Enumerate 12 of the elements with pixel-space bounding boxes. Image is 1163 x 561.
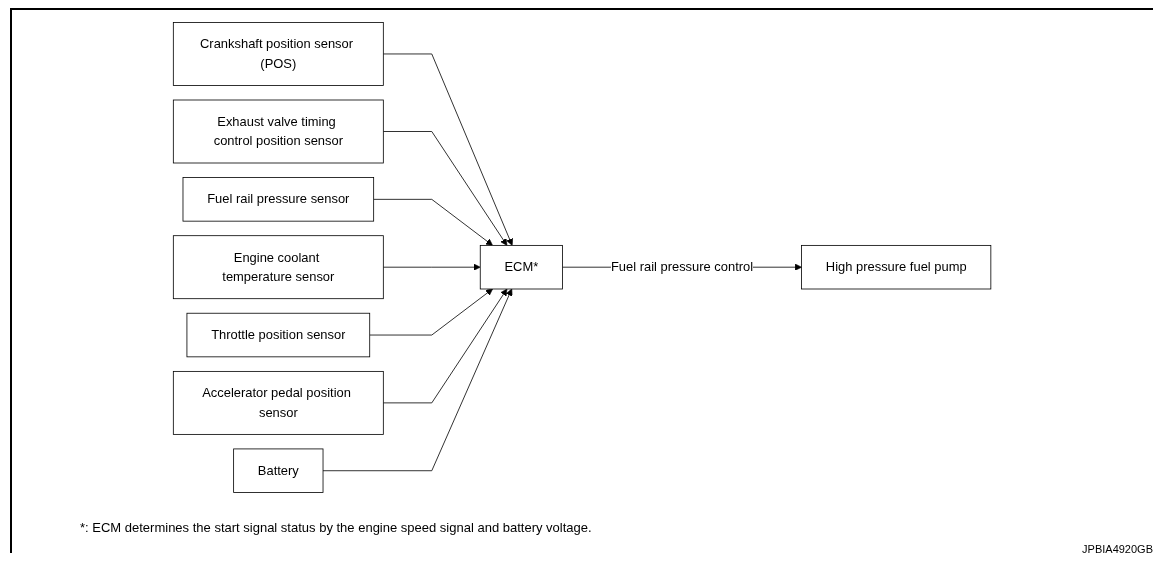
node-box: Battery xyxy=(233,448,324,493)
node-box: Crankshaft position sensor (POS) xyxy=(173,22,385,86)
node-box: Throttle position sensor xyxy=(186,312,371,358)
node-box: High pressure fuel pump xyxy=(801,244,992,290)
edge-label: Fuel rail pressure control xyxy=(611,259,754,274)
node-box: Fuel rail pressure sensor xyxy=(183,177,375,222)
footnote: *: ECM determines the start signal status by the engine speed signal and battery voltage. xyxy=(80,520,592,535)
node-box: ECM* xyxy=(480,244,564,290)
node-box: Accelerator pedal position sensor xyxy=(173,370,385,435)
node-box: Exhaust valve timing control position sensor xyxy=(173,99,385,164)
node-box: Engine coolant temperature sensor xyxy=(173,235,385,300)
reference-code: JPBIA4920GB xyxy=(1082,543,1153,555)
